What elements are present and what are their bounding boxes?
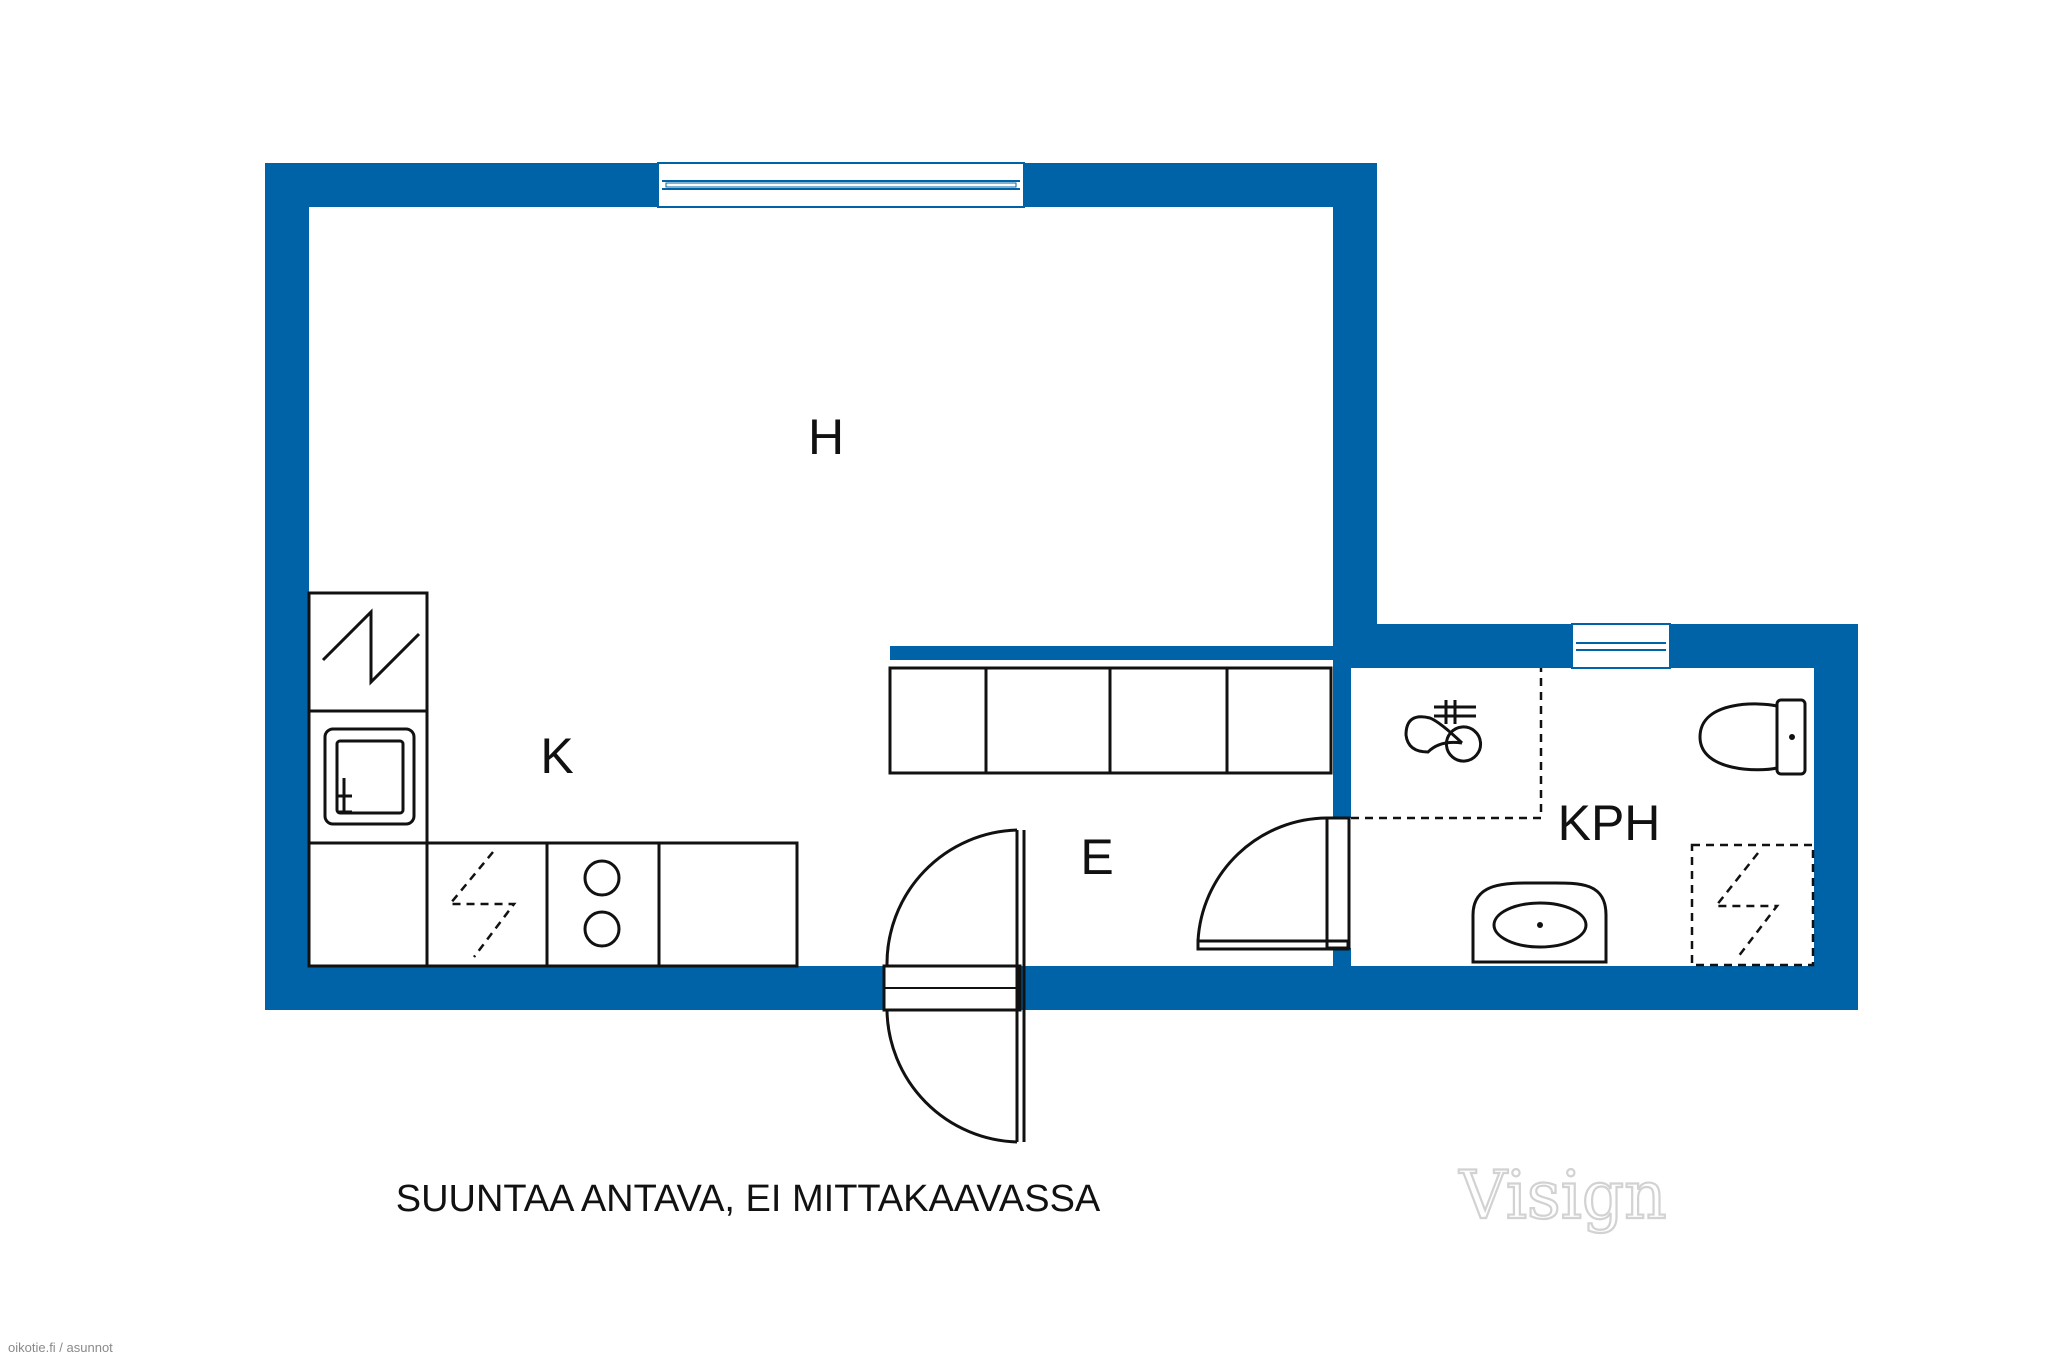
room-label-living: H <box>808 409 844 465</box>
brand-logo: Visign <box>1458 1157 1666 1234</box>
counter-cabinet <box>657 841 799 968</box>
kitchen-counter <box>307 591 799 968</box>
room-label-kitchen: K <box>540 728 573 784</box>
wall-bathroom-left-stub <box>1333 948 1351 968</box>
stove-burner-bottom <box>583 910 621 948</box>
wall-bottom <box>265 966 1858 1010</box>
fridge-cabinet <box>307 591 429 713</box>
wall-left <box>265 163 309 1010</box>
wall-partition-wardrobe <box>890 646 1333 660</box>
scale-disclaimer: SUUNTAA ANTAVA, EI MITTAKAAVASSA <box>396 1178 1101 1220</box>
room-label-entrance: E <box>1080 829 1113 885</box>
dishwasher-icon <box>447 851 517 958</box>
window-bathroom <box>1571 623 1671 669</box>
wall-bathroom-left <box>1333 646 1351 818</box>
washing-machine-icon <box>1690 843 1815 967</box>
bathroom-fixtures <box>1351 668 1815 967</box>
entrance-door <box>882 828 1026 1144</box>
wall-right-main-upper <box>1333 163 1377 660</box>
toilet-icon <box>1698 698 1807 776</box>
fridge-icon <box>321 608 421 686</box>
shower-icon <box>1404 700 1482 763</box>
stove-burner-top <box>583 859 621 897</box>
washbasin-icon <box>1471 881 1608 964</box>
walls <box>265 163 1858 1010</box>
window-living-room <box>657 162 1025 208</box>
wardrobe <box>888 666 1333 775</box>
room-label-bathroom: KPH <box>1558 795 1661 851</box>
wall-right-bathroom <box>1814 624 1858 1010</box>
dishwasher-corner <box>307 841 429 968</box>
sink-icon <box>323 727 416 826</box>
source-credit: oikotie.fi / asunnot <box>8 1340 113 1355</box>
bathroom-door <box>1196 816 1351 951</box>
shower-area <box>1351 668 1543 820</box>
